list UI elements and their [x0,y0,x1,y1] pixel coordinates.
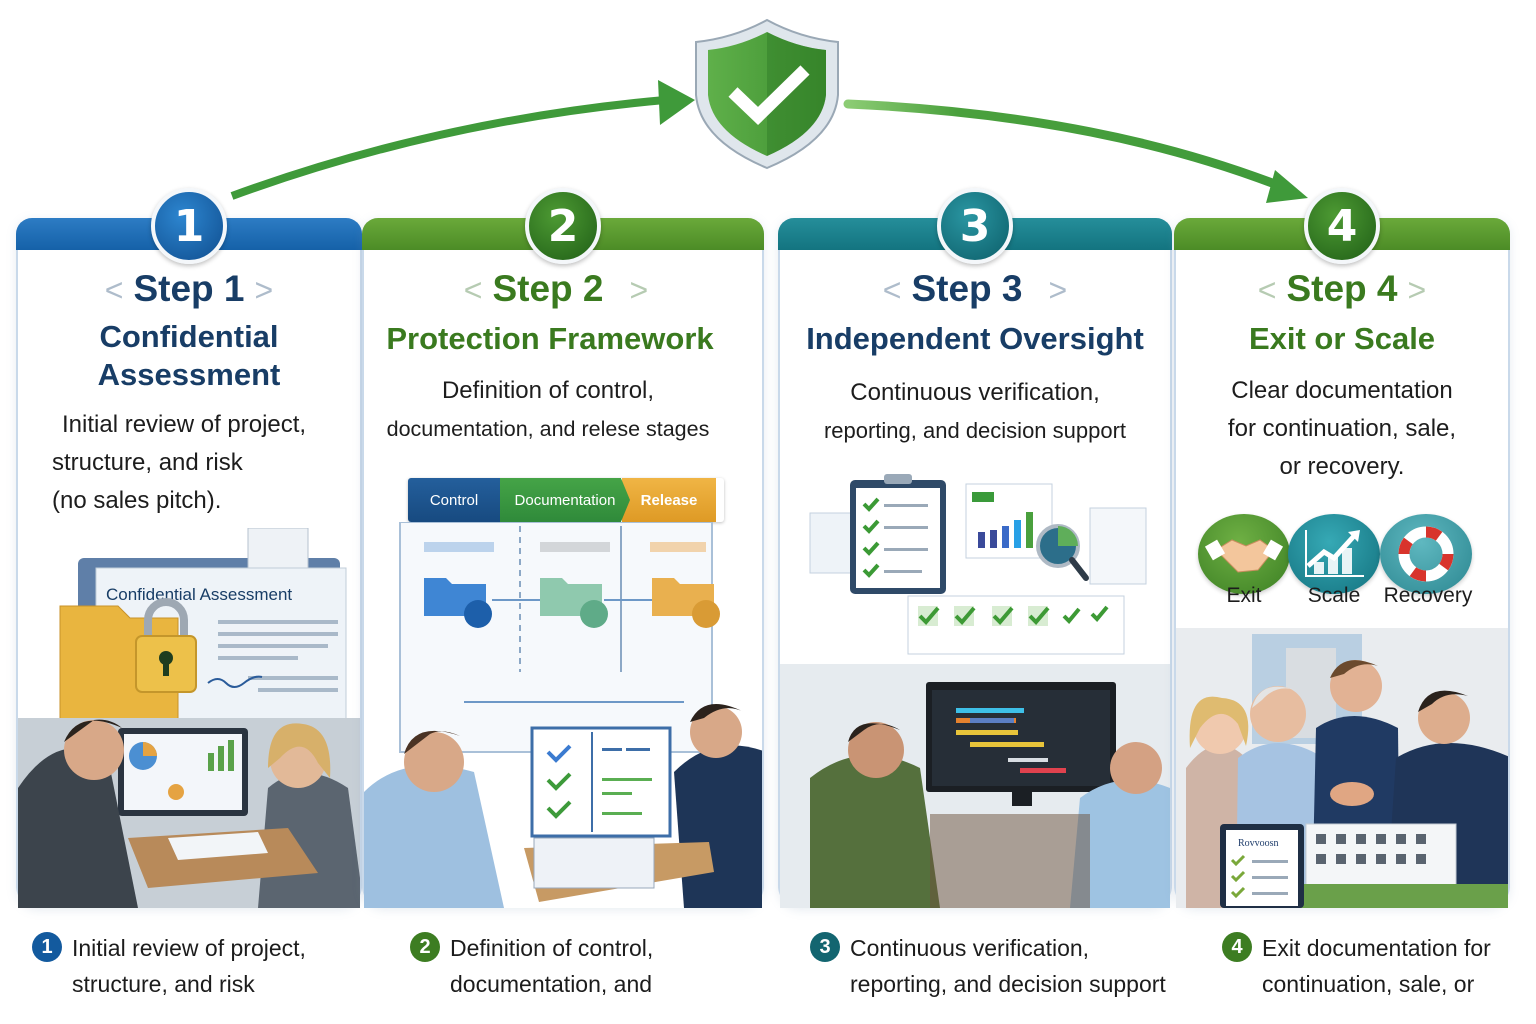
growth-chart-icon [1305,530,1364,577]
step-description: Continuous verification, reporting, and … [823,379,1127,443]
step-label: <Step 1> [18,268,360,310]
phase-documentation[interactable]: Documentation [500,478,630,522]
step-card-2: 2 <Step 2 > Protection Framework Definiti… [362,188,764,908]
assessment-scene: Confidential Assessment [18,528,360,908]
oversight-illustration [780,468,1170,908]
chevron-left-icon[interactable]: < [104,272,124,308]
folder-release-icon [650,542,720,628]
document-lines [218,620,338,692]
oversight-scene [780,474,1170,908]
step-title: Protection Framework [386,321,714,356]
step-label: <Step 4> [1176,268,1508,310]
exit-illustration: Rovvoosn [1176,628,1508,908]
folder-control-icon [424,542,494,628]
step-number-badge: 2 [525,188,601,264]
step-description: Definition of control, documentation, an… [386,377,710,441]
folder-documentation-icon [540,542,610,628]
building-model [1286,823,1508,908]
step-label-text: Step 2 [492,268,604,309]
step-description: Clear documentation for continuation, sa… [1227,377,1457,480]
arrow-left-to-shield [230,80,695,200]
clipboard-title: Rovvoosn [1238,838,1279,849]
assessment-illustration: Confidential Assessment [18,528,360,908]
analyst-right [1070,780,1170,908]
step-card-3: 3 <Step 3 > Independent Oversight Continu… [778,188,1172,908]
note-number-badge: 2 [410,932,440,962]
recovery-option[interactable] [1380,514,1472,594]
chevron-left-icon[interactable]: < [1257,272,1277,308]
framework-scene [364,522,762,908]
step-title: Exit or Scale [1248,321,1436,356]
checkmark-row [918,605,1109,626]
footnote-4: 4 Exit documentation for continuation, s… [1222,930,1532,1002]
step-title: Confidential Assessment [97,319,281,392]
scale-option[interactable] [1288,514,1380,594]
step-number-badge: 4 [1304,188,1380,264]
chevron-right-icon[interactable]: > [254,272,274,308]
presenter [674,745,762,908]
padlock-icon [135,598,197,693]
footnote-3: 3 Continuous verification, reporting, an… [810,930,1190,1002]
framework-illustration [364,522,762,908]
handshake [1330,782,1374,806]
step-card-4: 4 <Step 4> Exit or Scale Clear documenta… [1174,188,1510,908]
shield-check-icon [695,18,839,170]
footnote-2: 2 Definition of control, documentation, … [410,930,740,1002]
advisor-left [18,748,138,908]
document-title: Confidential Assessment [106,585,292,604]
step-title: Independent Oversight [806,321,1144,356]
step-label: <Step 3 > [780,268,1170,310]
step-card-1: 1 <Step 1> Confidential Assessment Initi… [16,188,362,908]
recovery-label: Recovery [1383,584,1473,607]
signature [207,675,263,688]
dashboard-monitor [926,682,1116,806]
exit-option[interactable] [1198,514,1290,594]
step-label: <Step 2 > [350,268,762,310]
phase-release[interactable]: Release [622,478,716,522]
step-label-text: Step 3 [911,268,1023,309]
lifebuoy-icon [1398,526,1454,582]
phase-bar: Control Documentation Release [408,478,724,522]
footnote-1: 1 Initial review of project, structure, … [32,930,362,1002]
chevron-right-icon[interactable]: > [1048,272,1068,308]
note-number-badge: 1 [32,932,62,962]
analyst-left [810,755,940,908]
monitor-icon [118,728,248,816]
step-label-text: Step 4 [1286,268,1398,309]
step-number-badge: 1 [151,188,227,264]
chevron-left-icon[interactable]: < [463,272,483,308]
handshake-icon [1204,539,1284,573]
exit-label: Exit [1226,584,1262,607]
tablet [533,837,655,889]
clipboard-icon: Rovvoosn [1220,824,1304,908]
process-flow-arrows [230,18,1308,203]
scale-label: Scale [1307,584,1361,607]
phase-control[interactable]: Control [408,478,500,522]
magnifier-icon [1036,524,1089,581]
note-number-badge: 3 [810,932,840,962]
step-description: Initial review of project, structure, an… [52,411,307,514]
chevron-right-icon[interactable]: > [1407,272,1427,308]
checklist-board [530,726,672,838]
step-label-text: Step 1 [133,268,245,309]
chevron-left-icon[interactable]: < [882,272,902,308]
note-number-badge: 4 [1222,932,1252,962]
handshake-scene: Rovvoosn [1176,628,1508,908]
clipboard-checklist-icon [850,474,946,594]
arrow-shield-to-step4 [843,99,1308,203]
analyst-seated [364,765,504,908]
step-number-badge: 3 [937,188,1013,264]
chevron-right-icon[interactable]: > [629,272,649,308]
